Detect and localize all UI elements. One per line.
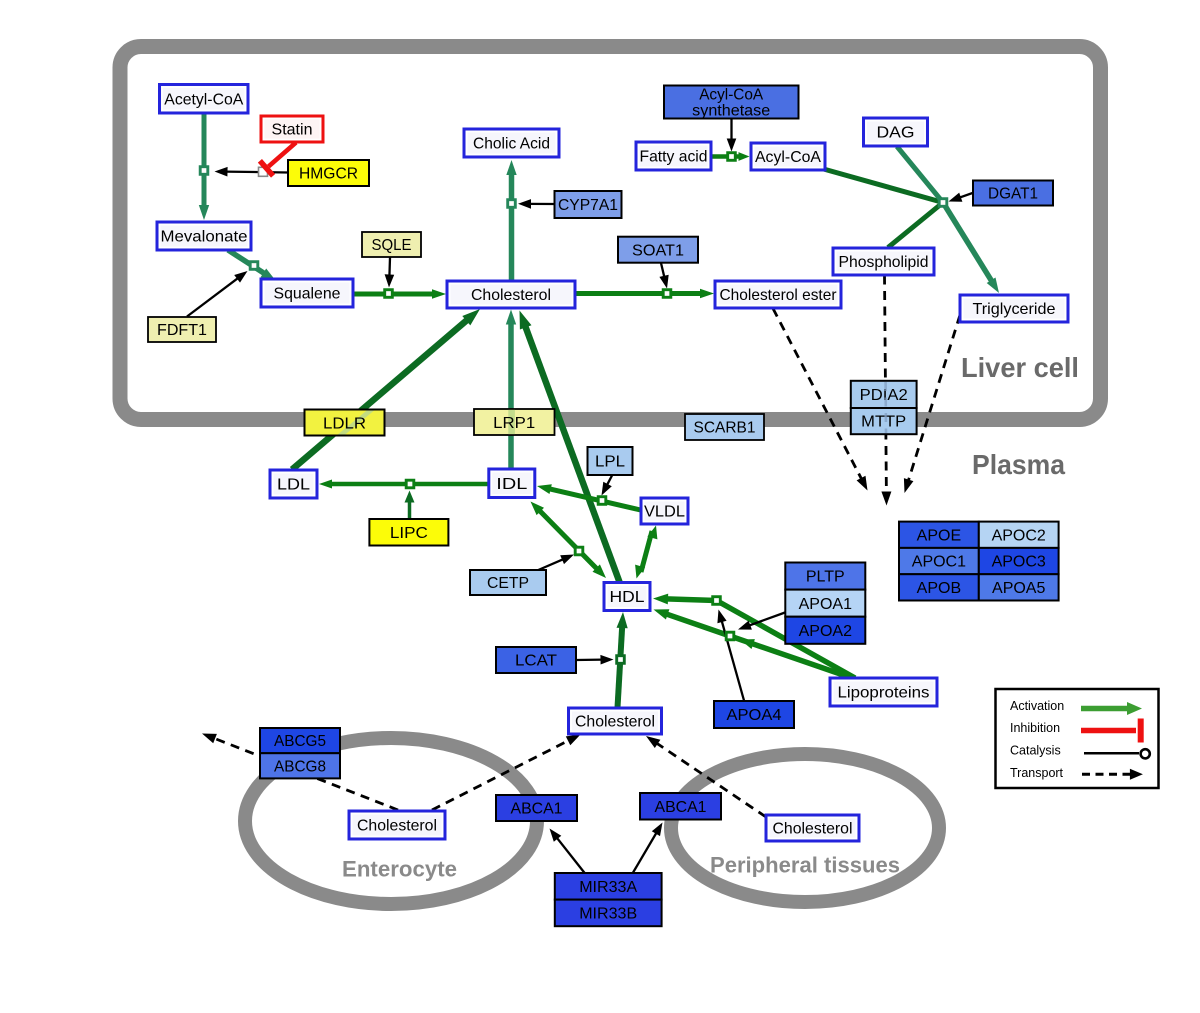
svg-text:Inhibition: Inhibition [1010, 721, 1060, 735]
svg-text:Enterocyte: Enterocyte [342, 857, 457, 882]
svg-text:PLTP: PLTP [806, 569, 845, 586]
svg-text:MTTP: MTTP [861, 414, 906, 431]
svg-text:Lipoproteins: Lipoproteins [838, 685, 930, 702]
svg-text:LRP1: LRP1 [493, 415, 535, 432]
svg-text:PDIA2: PDIA2 [860, 387, 908, 404]
svg-text:Statin: Statin [272, 122, 313, 139]
svg-text:APOA4: APOA4 [727, 707, 782, 724]
svg-text:APOA5: APOA5 [992, 580, 1045, 597]
svg-text:Cholesterol: Cholesterol [357, 818, 437, 835]
svg-text:APOC1: APOC1 [912, 554, 966, 571]
svg-text:Phospholipid: Phospholipid [839, 254, 929, 271]
svg-text:CETP: CETP [487, 575, 529, 592]
svg-text:APOB: APOB [917, 580, 961, 597]
svg-text:APOC2: APOC2 [992, 527, 1046, 544]
svg-text:LCAT: LCAT [515, 653, 557, 670]
svg-text:Cholesterol: Cholesterol [575, 714, 655, 731]
svg-text:Acetyl-CoA: Acetyl-CoA [164, 91, 243, 108]
svg-text:Squalene: Squalene [274, 286, 341, 303]
svg-text:Plasma: Plasma [972, 449, 1066, 480]
svg-text:LPL: LPL [595, 454, 625, 471]
svg-text:Cholesterol: Cholesterol [773, 821, 853, 838]
svg-text:Mevalonate: Mevalonate [161, 229, 248, 246]
svg-text:SOAT1: SOAT1 [632, 242, 684, 259]
svg-text:VLDL: VLDL [644, 504, 685, 521]
svg-text:LIPC: LIPC [390, 525, 428, 542]
svg-text:ABCG5: ABCG5 [274, 733, 326, 750]
svg-text:Liver cell: Liver cell [961, 352, 1079, 383]
svg-text:Cholesterol: Cholesterol [471, 287, 551, 304]
svg-text:LDL: LDL [277, 477, 310, 494]
svg-text:Acyl-CoA: Acyl-CoA [699, 87, 764, 104]
svg-text:APOA2: APOA2 [799, 623, 852, 640]
svg-text:Acyl-CoA: Acyl-CoA [755, 149, 821, 166]
svg-text:HDL: HDL [610, 589, 645, 606]
svg-text:MIR33B: MIR33B [579, 906, 637, 923]
svg-text:SQLE: SQLE [372, 237, 412, 254]
svg-text:Transport: Transport [1010, 766, 1064, 780]
svg-text:synthetase: synthetase [692, 103, 770, 120]
svg-text:HMGCR: HMGCR [299, 166, 358, 183]
svg-text:ABCA1: ABCA1 [655, 799, 707, 816]
svg-text:ABCG8: ABCG8 [274, 758, 326, 775]
svg-text:ABCA1: ABCA1 [511, 801, 563, 818]
svg-text:LDLR: LDLR [323, 416, 366, 433]
svg-text:DAG: DAG [877, 125, 915, 142]
svg-text:Catalysis: Catalysis [1010, 743, 1061, 757]
svg-text:CYP7A1: CYP7A1 [558, 197, 618, 214]
svg-text:SCARB1: SCARB1 [694, 420, 756, 437]
svg-text:DGAT1: DGAT1 [988, 186, 1038, 203]
svg-text:APOC3: APOC3 [992, 554, 1046, 571]
svg-text:APOA1: APOA1 [799, 596, 852, 613]
svg-text:Cholesterol ester: Cholesterol ester [720, 287, 838, 304]
svg-text:Peripheral tissues: Peripheral tissues [710, 853, 900, 878]
svg-text:Cholic Acid: Cholic Acid [473, 136, 550, 153]
svg-text:APOE: APOE [917, 527, 961, 544]
svg-text:Fatty acid: Fatty acid [640, 149, 708, 166]
svg-text:FDFT1: FDFT1 [157, 322, 207, 339]
svg-text:Activation: Activation [1010, 699, 1064, 713]
svg-text:MIR33A: MIR33A [579, 879, 637, 896]
svg-text:Triglyceride: Triglyceride [973, 301, 1056, 318]
svg-text:IDL: IDL [496, 476, 527, 493]
